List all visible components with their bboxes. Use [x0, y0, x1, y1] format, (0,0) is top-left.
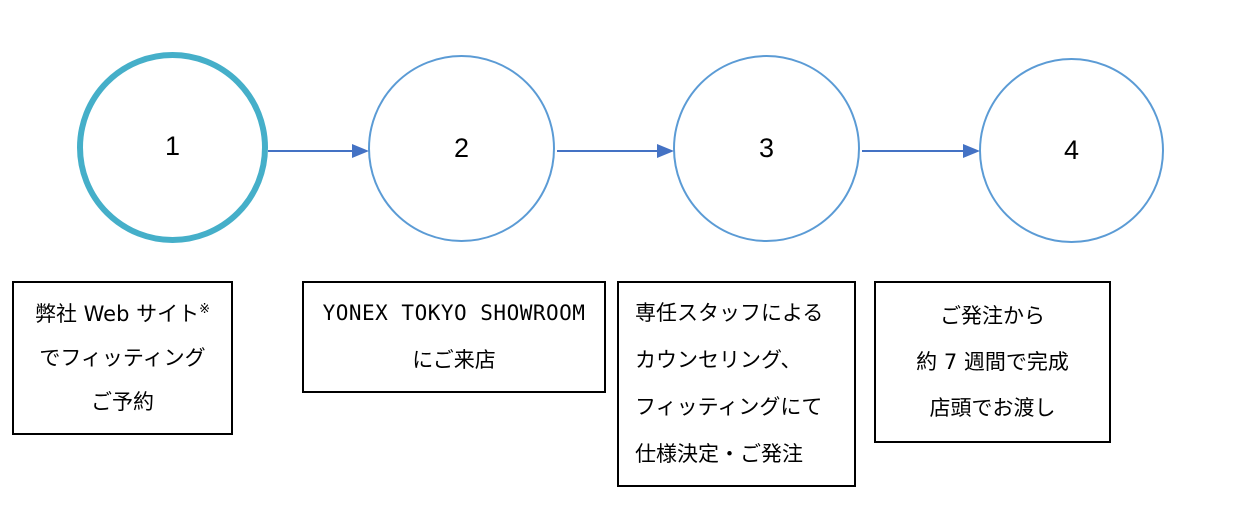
step-3-line-4: 仕様決定・ご発注: [635, 442, 803, 466]
step-number-1: 1: [164, 131, 181, 161]
step-3-line-1: 専任スタッフによる: [635, 301, 824, 325]
step-description-box-2: YONEX TOKYO SHOWROOM にご来店: [302, 281, 606, 393]
arrow-step-2-to-3: [557, 142, 675, 160]
step-4-line-2: 約 7 週間で完成: [916, 350, 1069, 374]
reference-mark-icon: ※: [199, 302, 211, 317]
step-circle-2[interactable]: 2: [368, 55, 555, 242]
step-1-line-2: でフィッティング: [39, 346, 206, 370]
step-3-line-2: カウンセリング、: [635, 348, 802, 372]
step-number-2: 2: [453, 133, 470, 163]
step-1-line-3: ご予約: [91, 390, 154, 414]
step-3-line-3: フィッティングにて: [635, 395, 823, 419]
step-circle-1[interactable]: 1: [77, 52, 268, 243]
step-description-box-1: 弊社 Web サイト※ でフィッティング ご予約: [12, 281, 233, 435]
arrow-step-1-to-2: [268, 142, 370, 160]
step-2-line-1: YONEX TOKYO SHOWROOM: [322, 301, 586, 325]
step-1-line-1: 弊社 Web サイト※: [34, 302, 211, 326]
step-2-line-2: にご来店: [412, 348, 496, 372]
step-number-4: 4: [1063, 135, 1080, 165]
step-4-line-1: ご発注から: [940, 304, 1045, 328]
step-circle-3[interactable]: 3: [673, 55, 860, 242]
arrow-step-3-to-4: [862, 142, 981, 160]
step-description-box-4: ご発注から 約 7 週間で完成 店頭でお渡し: [874, 281, 1111, 443]
step-4-line-3: 店頭でお渡し: [929, 396, 1056, 420]
step-number-3: 3: [758, 133, 775, 163]
step-description-box-3: 専任スタッフによる カウンセリング、 フィッティングにて 仕様決定・ご発注: [617, 281, 856, 487]
step-circle-4[interactable]: 4: [979, 58, 1164, 243]
